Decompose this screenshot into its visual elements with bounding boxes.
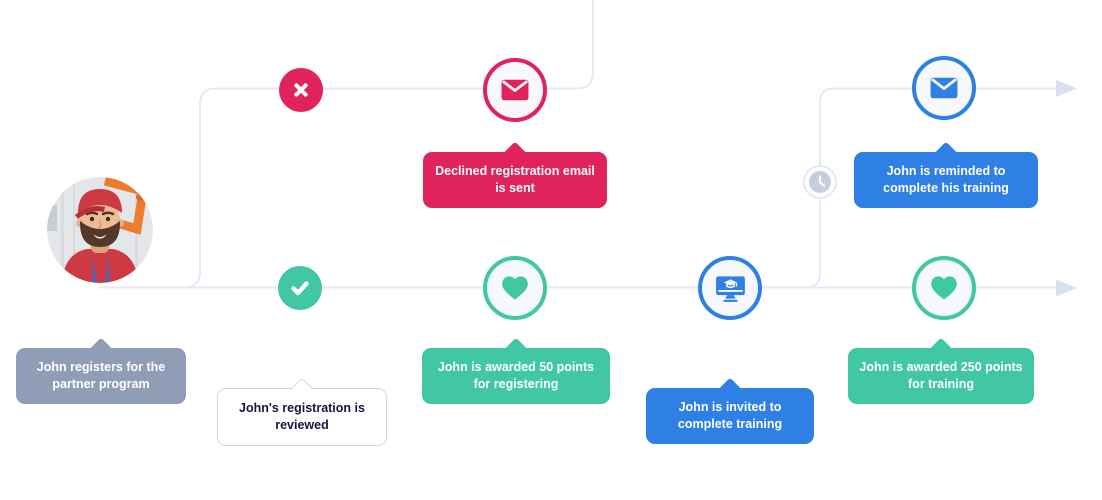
arrow-right-icon <box>1056 279 1077 297</box>
callout-points-250: John is awarded 250 points for training <box>848 337 1034 404</box>
heart-icon <box>502 276 528 300</box>
check-icon <box>291 281 309 296</box>
points-50-node <box>483 256 547 320</box>
heart-icon <box>931 276 957 300</box>
callout-text: John is awarded 250 points for training <box>859 360 1023 391</box>
callout-points-50: John is awarded 50 points for registerin… <box>422 337 610 404</box>
declined-email-node <box>483 58 547 122</box>
callout-register: John registers for the partner program <box>16 337 186 404</box>
mail-icon <box>501 79 529 101</box>
training-invite-node <box>698 256 762 320</box>
approved-node <box>278 266 322 310</box>
reminder-branch-line <box>805 87 1058 289</box>
points-250-node <box>912 256 976 320</box>
callout-reviewed: John's registration is reviewed <box>217 377 387 446</box>
callout-text: John's registration is reviewed <box>239 401 365 432</box>
x-icon <box>294 83 308 97</box>
declined-node <box>279 68 323 112</box>
avatar <box>47 177 153 283</box>
declined-branch-line <box>183 0 594 289</box>
avatar-photo <box>47 177 153 283</box>
callout-declined-email: Declined registration email is sent <box>423 141 607 208</box>
elearning-monitor-icon <box>715 275 745 302</box>
arrow-right-icon <box>1056 80 1077 97</box>
delay-node <box>803 165 837 199</box>
callout-invite-training: John is invited to complete training <box>646 377 814 444</box>
reminder-email-node <box>912 56 976 120</box>
mail-icon <box>930 77 958 99</box>
callout-text: John is reminded to complete his trainin… <box>883 164 1009 195</box>
clock-icon <box>809 171 831 193</box>
callout-text: John registers for the partner program <box>36 360 166 391</box>
callout-reminder: John is reminded to complete his trainin… <box>854 141 1038 208</box>
callout-text: John is awarded 50 points for registerin… <box>437 360 595 391</box>
callout-text: Declined registration email is sent <box>435 164 595 195</box>
callout-text: John is invited to complete training <box>677 400 783 431</box>
